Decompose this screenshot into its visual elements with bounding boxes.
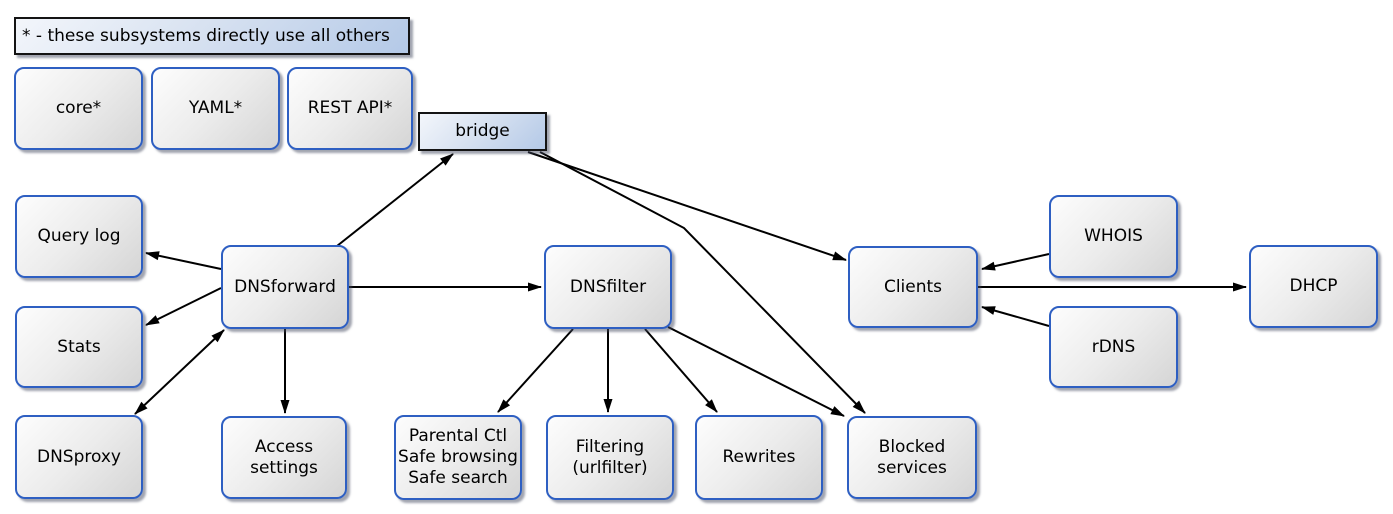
- node-rewrites: Rewrites: [695, 415, 823, 500]
- node-dnsforward: DNSforward: [221, 245, 349, 329]
- node-bridge: bridge: [418, 112, 547, 151]
- edge-bridge-clients: [527, 151, 847, 261]
- edge-whois-clients: [981, 253, 1050, 271]
- edge-dnsforward-stats: [145, 287, 222, 326]
- node-yaml: YAML*: [151, 67, 280, 150]
- node-query-log: Query log: [15, 195, 143, 278]
- node-filtering-urlfilter: Filtering (urlfilter): [546, 415, 674, 500]
- edge-dnsforward-dnsproxy: [134, 329, 225, 415]
- edge-rdns-clients: [981, 306, 1050, 327]
- node-rest-api: REST API*: [287, 67, 413, 150]
- edge-bridge-blocked-services: [539, 151, 866, 414]
- node-rdns: rDNS: [1049, 306, 1178, 388]
- node-dnsfilter: DNSfilter: [544, 245, 672, 329]
- node-dhcp: DHCP: [1249, 245, 1378, 328]
- node-parental-ctl: Parental Ctl Safe browsing Safe search: [394, 415, 522, 500]
- edge-dnsfilter-parental: [497, 328, 574, 413]
- node-core: core*: [14, 67, 143, 150]
- node-dnsproxy: DNSproxy: [15, 415, 143, 499]
- edge-dnsforward-query-log: [145, 251, 222, 270]
- node-clients: Clients: [848, 246, 978, 328]
- edge-dnsfilter-blocked-services: [667, 326, 845, 417]
- legend-note: * - these subsystems directly use all ot…: [14, 17, 410, 55]
- edge-dnsfilter-rewrites: [644, 328, 718, 413]
- node-whois: WHOIS: [1049, 195, 1178, 278]
- node-stats: Stats: [15, 306, 143, 388]
- edge-dnsforward-bridge: [336, 153, 454, 247]
- node-blocked-services: Blocked services: [847, 416, 977, 499]
- node-access-settings: Access settings: [221, 416, 347, 499]
